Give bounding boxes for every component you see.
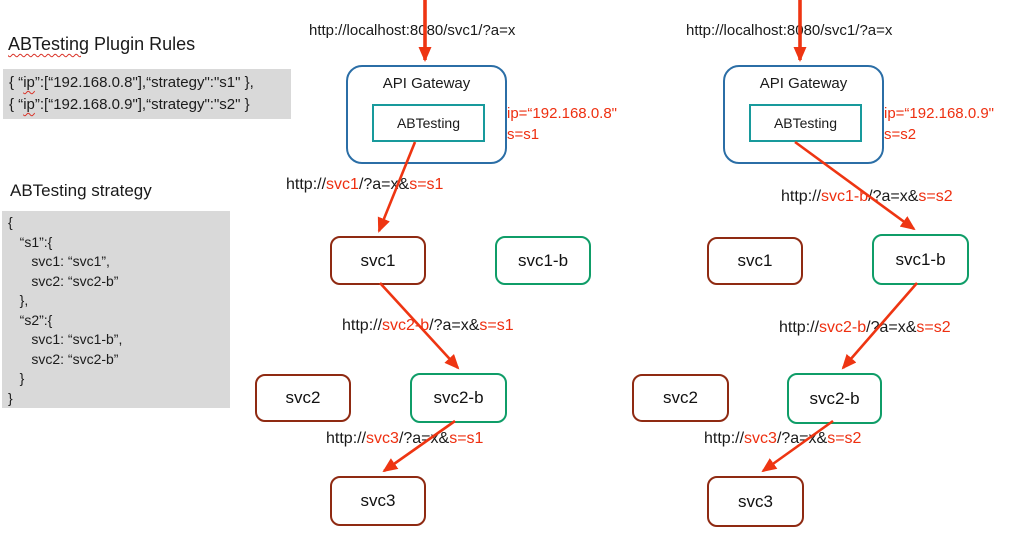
url-strategy-param: s=s2 — [918, 188, 953, 205]
strategy-line: “s2”:{ — [8, 311, 53, 328]
note-ip: ip=“192.168.0.8" — [507, 105, 617, 122]
abtesting-plugin-box: ABTesting — [749, 104, 862, 142]
node-svc1: svc1 — [707, 237, 803, 285]
rules-line-2-ip: ip — [23, 96, 35, 113]
node-label: svc2 — [285, 388, 321, 407]
gateway-context-note: ip=“192.168.0.9" s=s2 — [884, 103, 994, 145]
hop-url-3: http://svc3/?a=x&s=s1 — [326, 430, 483, 448]
url-path: /?a=x& — [868, 188, 919, 205]
node-svc3: svc3 — [330, 476, 426, 526]
strategy-line: “s1”:{ — [8, 233, 53, 250]
note-ip: ip=“192.168.0.9" — [884, 105, 994, 122]
url-scheme: http:// — [779, 319, 820, 336]
node-label: svc2 — [663, 388, 698, 407]
url-path: /?a=x& — [358, 176, 410, 193]
node-label: svc1 — [737, 251, 773, 270]
node-svc3: svc3 — [707, 476, 804, 527]
url-path: /?a=x& — [866, 319, 917, 336]
strategy-line: }, — [8, 292, 29, 308]
hop-url-3: http://svc3/?a=x&s=s2 — [704, 430, 861, 448]
strategy-line: } — [8, 370, 25, 386]
entry-request-url: http://localhost:8080/svc1/?a=x — [309, 22, 516, 39]
url-path: /?a=x& — [776, 430, 828, 447]
hop-url-2: http://svc2-b/?a=x&s=s1 — [342, 317, 514, 335]
url-host-highlight: svc2-b — [819, 319, 867, 336]
url-path: /?a=x& — [429, 317, 480, 334]
url-strategy-param: s=s1 — [449, 430, 484, 447]
abtesting-plugin-box: ABTesting — [372, 104, 485, 142]
url-host-highlight: svc3 — [744, 430, 777, 447]
abtesting-plugin-label: ABTesting — [396, 115, 461, 131]
note-strategy: s=s1 — [507, 126, 540, 143]
url-scheme: http:// — [342, 317, 383, 334]
api-gateway-label: API Gateway — [759, 75, 848, 92]
api-gateway-box: API Gateway ABTesting — [723, 65, 884, 164]
url-scheme: http:// — [286, 176, 327, 193]
node-label: svc2-b — [433, 388, 484, 407]
node-label: svc3 — [738, 491, 773, 511]
node-svc2-b: svc2-b — [410, 373, 507, 423]
node-label: svc3 — [360, 491, 396, 510]
strategy-line: svc2: “svc2-b” — [8, 350, 119, 367]
gateway-context-note: ip=“192.168.0.8" s=s1 — [507, 103, 617, 145]
url-path: /?a=x& — [398, 430, 450, 447]
url-strategy-param: s=s2 — [916, 319, 951, 336]
abtesting-plugin-label: ABTesting — [773, 115, 838, 131]
hop-url-1: http://svc1-b/?a=x&s=s2 — [781, 188, 953, 206]
strategy-line: } — [8, 389, 13, 406]
rules-line-1-post: ”:[“192.168.0.8"],“strategy":"s1" }, — [34, 74, 254, 91]
url-host-highlight: svc2-b — [382, 317, 430, 334]
rules-line-1-ip: ip — [23, 74, 35, 91]
rules-code-block: { “ip”:[“192.168.0.8"],“strategy":"s1" }… — [3, 69, 291, 119]
strategy-line: svc2: “svc2-b” — [8, 272, 119, 289]
url-host-highlight: svc1-b — [821, 188, 869, 205]
node-svc2-b: svc2-b — [787, 373, 882, 424]
url-strategy-param: s=s1 — [479, 317, 514, 334]
node-svc2: svc2 — [632, 374, 729, 422]
url-scheme: http:// — [781, 188, 822, 205]
hop-url-1: http://svc1/?a=x&s=s1 — [286, 176, 443, 194]
rules-line-2-post: ”:[“192.168.0.9"],“strategy":"s2" } — [34, 96, 250, 113]
rules-title: ABTesting Plugin Rules — [8, 34, 195, 55]
node-svc2: svc2 — [255, 374, 351, 422]
rules-line-1: { “ip”:[“192.168.0.8"],“strategy":"s1" }… — [9, 72, 289, 94]
node-svc1-b: svc1-b — [872, 234, 969, 285]
node-label: svc1-b — [517, 250, 569, 270]
url-strategy-param: s=s1 — [409, 176, 444, 193]
node-label: svc1 — [360, 250, 396, 270]
strategy-title: ABTesting strategy — [10, 181, 152, 200]
hop-url-2: http://svc2-b/?a=x&s=s2 — [779, 319, 951, 337]
rules-line-2-pre: { “ — [9, 96, 24, 113]
node-svc1-b: svc1-b — [495, 236, 591, 285]
strategy-code-block: { “s1”:{ svc1: “svc1”, svc2: “svc2-b” },… — [2, 211, 230, 408]
url-host-highlight: svc1 — [326, 176, 359, 193]
url-host-highlight: svc3 — [366, 430, 399, 447]
entry-request-url: http://localhost:8080/svc1/?a=x — [686, 22, 893, 39]
rules-title-flagged-word: ABTesting — [8, 34, 90, 54]
note-strategy: s=s2 — [884, 126, 917, 143]
url-strategy-param: s=s2 — [827, 430, 862, 447]
strategy-line: svc1: “svc1”, — [8, 253, 110, 269]
strategy-line: { — [8, 214, 13, 230]
url-scheme: http:// — [704, 430, 745, 447]
node-svc1: svc1 — [330, 236, 426, 285]
rules-line-2: { “ip”:[“192.168.0.9"],“strategy":"s2" } — [9, 94, 289, 116]
api-gateway-box: API Gateway ABTesting — [346, 65, 507, 164]
strategy-line: svc1: “svc1-b”, — [8, 331, 123, 347]
rules-title-rest: Plugin Rules — [89, 34, 196, 54]
api-gateway-label: API Gateway — [382, 75, 471, 92]
node-label: svc2-b — [809, 388, 860, 408]
url-scheme: http:// — [326, 430, 367, 447]
rules-line-1-pre: { “ — [9, 74, 24, 91]
node-label: svc1-b — [895, 249, 946, 269]
